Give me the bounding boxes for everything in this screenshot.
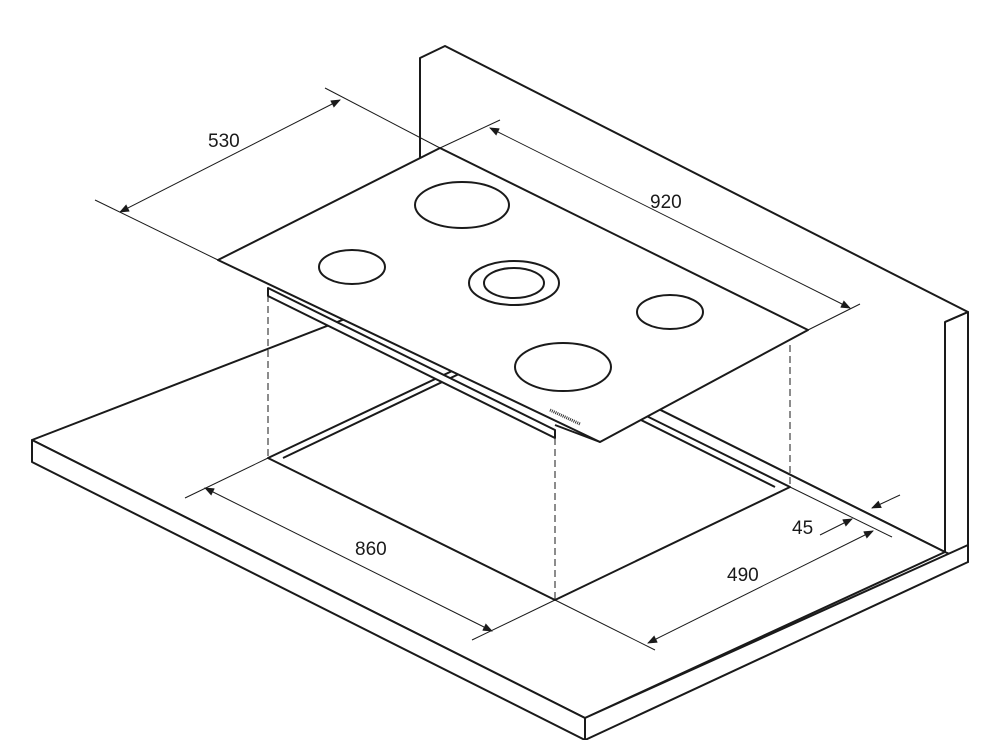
label-860: 860 [355, 539, 387, 560]
dimension-cutout-width: 860 [184, 457, 556, 641]
burner-large-front [514, 342, 612, 392]
dimension-hob-depth: 530 [94, 87, 441, 261]
dimension-wall-clearance: 45 [792, 494, 901, 539]
brand-logo [549, 408, 581, 426]
label-920: 920 [650, 192, 682, 213]
burner-small-left [318, 249, 386, 285]
label-530: 530 [208, 131, 240, 152]
dimension-hob-width: 920 [439, 119, 861, 331]
label-490: 490 [727, 565, 759, 586]
dimension-cutout-depth: 490 [554, 486, 893, 651]
label-45: 45 [792, 518, 813, 539]
